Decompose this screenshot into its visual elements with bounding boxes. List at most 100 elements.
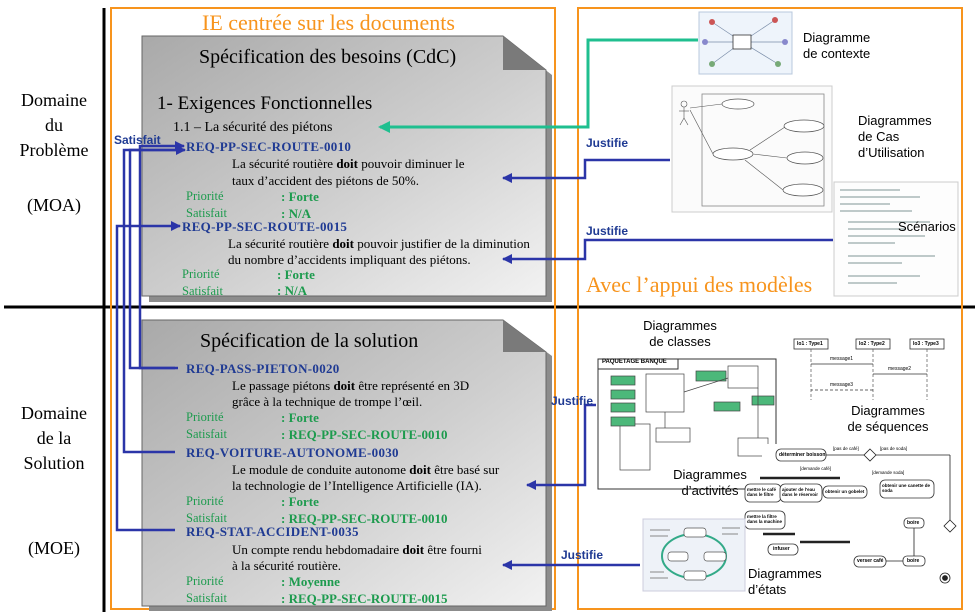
paquetage-label: PAQUETAGE BANQUE (602, 359, 667, 365)
priority-value: : Moyenne (281, 574, 340, 589)
req-id: REQ-PASS-PIETON-0020 (186, 361, 340, 376)
label-line: Diagrammes (851, 403, 925, 418)
label-line: d’Utilisation (858, 145, 925, 160)
req-text-line2: taux d’accident des piétons de 50%. (232, 173, 419, 188)
ie-section-title: IE centrée sur les documents (202, 10, 455, 35)
context-diagram-thumbnail (698, 11, 793, 75)
priority-value: : Forte (277, 267, 315, 282)
req-text-line1: Le passage piétons doit être représenté … (232, 377, 469, 395)
solution-document (141, 319, 552, 611)
act-node: déterminer boisson (779, 452, 826, 458)
models-section-title: Avec l’appui des modèles (586, 272, 813, 297)
label-line: d’activités (681, 483, 739, 498)
req-text-line2: à la sécurité routière. (232, 558, 341, 573)
req-text-bold: doit (409, 462, 431, 477)
satisfait-arrows (115, 141, 186, 532)
act-node: boire (907, 558, 920, 564)
req-text-line2: du nombre d’accidents impliquant des pié… (228, 252, 471, 267)
domain-solution-line1: Domaine (21, 403, 87, 423)
label-activites: Diagrammes d’activités (670, 467, 750, 499)
req-text-part: La sécurité routière (232, 156, 337, 171)
satisfait-value: : REQ-PP-SEC-ROUTE-0015 (281, 591, 448, 606)
req-text-part: être représenté en 3D (355, 378, 470, 393)
models-frame (577, 7, 963, 610)
label-line: de contexte (803, 46, 871, 61)
justifie-link-label: Justifie (586, 136, 629, 150)
seq-message: message1 (830, 356, 854, 362)
label-line: de classes (649, 334, 711, 349)
domain-probleme-line2: du (45, 115, 63, 135)
req-text-part: Le passage piétons (232, 378, 334, 393)
satisfait-value: : REQ-PP-SEC-ROUTE-0010 (281, 427, 448, 442)
satisfait-value: : N/A (281, 206, 311, 221)
domain-moa: (MOA) (27, 195, 81, 215)
act-node: infuser (773, 546, 790, 552)
label-sequences: Diagrammes de séquences (838, 403, 938, 435)
req-text-line1: La sécurité routière doit pouvoir diminu… (232, 155, 465, 173)
req-text-bold: doit (333, 378, 356, 393)
label-line: de séquences (847, 419, 929, 434)
req-text-line1: Un compte rendu hebdomadaire doit être f… (232, 541, 482, 559)
label-line: d’états (748, 582, 787, 597)
req-id: REQ-PP-SEC-ROUTE-0015 (182, 219, 348, 234)
req-text-line1: La sécurité routière doit pouvoir justif… (228, 235, 530, 253)
satisfait-link-label: Satisfait (114, 133, 161, 147)
priority-value: : Forte (281, 189, 319, 204)
act-guard: [pas de café] (833, 446, 859, 451)
act-node: ajouter de l'eau dans le réservoir (782, 487, 819, 497)
req-text-bold: doit (332, 236, 354, 251)
domain-solution: Domaine de la Solution (8, 401, 100, 476)
state-diagram-thumbnail (642, 518, 746, 592)
label-line: Diagrammes (748, 566, 822, 581)
req-text-part: Un compte rendu hebdomadaire (232, 542, 403, 557)
activity-diagram-thumbnail (744, 444, 958, 608)
priority-label: Priorité (186, 574, 224, 588)
domain-solution-line2: de la (36, 428, 72, 448)
solution-title: Spécification de la solution (200, 330, 419, 352)
priority-label: Priorité (186, 494, 224, 508)
label-line: Diagrammes (858, 113, 932, 128)
cdc-title: Spécification des besoins (CdC) (199, 46, 457, 68)
label-line: de Cas (858, 129, 900, 144)
act-guard: [demande café] (800, 466, 832, 471)
satisfait-label: Satisfait (186, 511, 227, 525)
label-contexte: Diagramme de contexte (803, 30, 870, 62)
act-guard: [pas de soda] (880, 446, 908, 451)
priority-value: : Forte (281, 410, 319, 425)
cdc-document (141, 35, 552, 302)
satisfait-label: Satisfait (186, 591, 227, 605)
justifie-arrows (502, 158, 833, 570)
req-text-part: pouvoir justifier de la diminution (353, 236, 530, 251)
cdc-heading: 1- Exigences Fonctionnelles (157, 93, 373, 114)
priority-label: Priorité (182, 267, 220, 281)
domain-probleme-line3: Problème (19, 140, 89, 160)
req-text-part: être fourni (424, 542, 482, 557)
satisfait-value: : N/A (277, 283, 307, 298)
justifie-link-label: Justifie (551, 394, 594, 408)
scenario-thumbnail (833, 181, 959, 297)
priority-value: : Forte (281, 494, 319, 509)
req-id: REQ-VOITURE-AUTONOME-0030 (186, 445, 399, 460)
satisfait-value: : REQ-PP-SEC-ROUTE-0010 (281, 511, 448, 526)
req-text-line1: Le module de conduite autonome doit être… (232, 461, 499, 479)
req-text-line2: grâce à la technique de trompe l’œil. (232, 394, 423, 409)
justifie-link-label: Justifie (586, 224, 629, 238)
label-line: Diagramme (803, 30, 871, 45)
req-text-part: pouvoir diminuer le (357, 156, 465, 171)
req-text-line2: la technologie de l’Intelligence Artific… (232, 478, 482, 493)
cdc-subheading: 1.1 – La sécurité des piétons (173, 120, 333, 135)
act-node: verser café (857, 558, 884, 564)
act-node: mettre le café dans le filtre (747, 487, 777, 497)
seq-message: message2 (888, 366, 912, 372)
label-line: Diagrammes (643, 318, 717, 333)
seq-message: message3 (830, 382, 854, 388)
seq-lifeline: lo1 : Type1 (797, 341, 823, 347)
act-node: obtenir un gobelet (825, 489, 865, 494)
act-guard: [demande soda] (872, 470, 905, 475)
label-classes: Diagrammes de classes (640, 318, 720, 350)
req-text-part: Le module de conduite autonome (232, 462, 410, 477)
context-arrow (378, 38, 698, 133)
